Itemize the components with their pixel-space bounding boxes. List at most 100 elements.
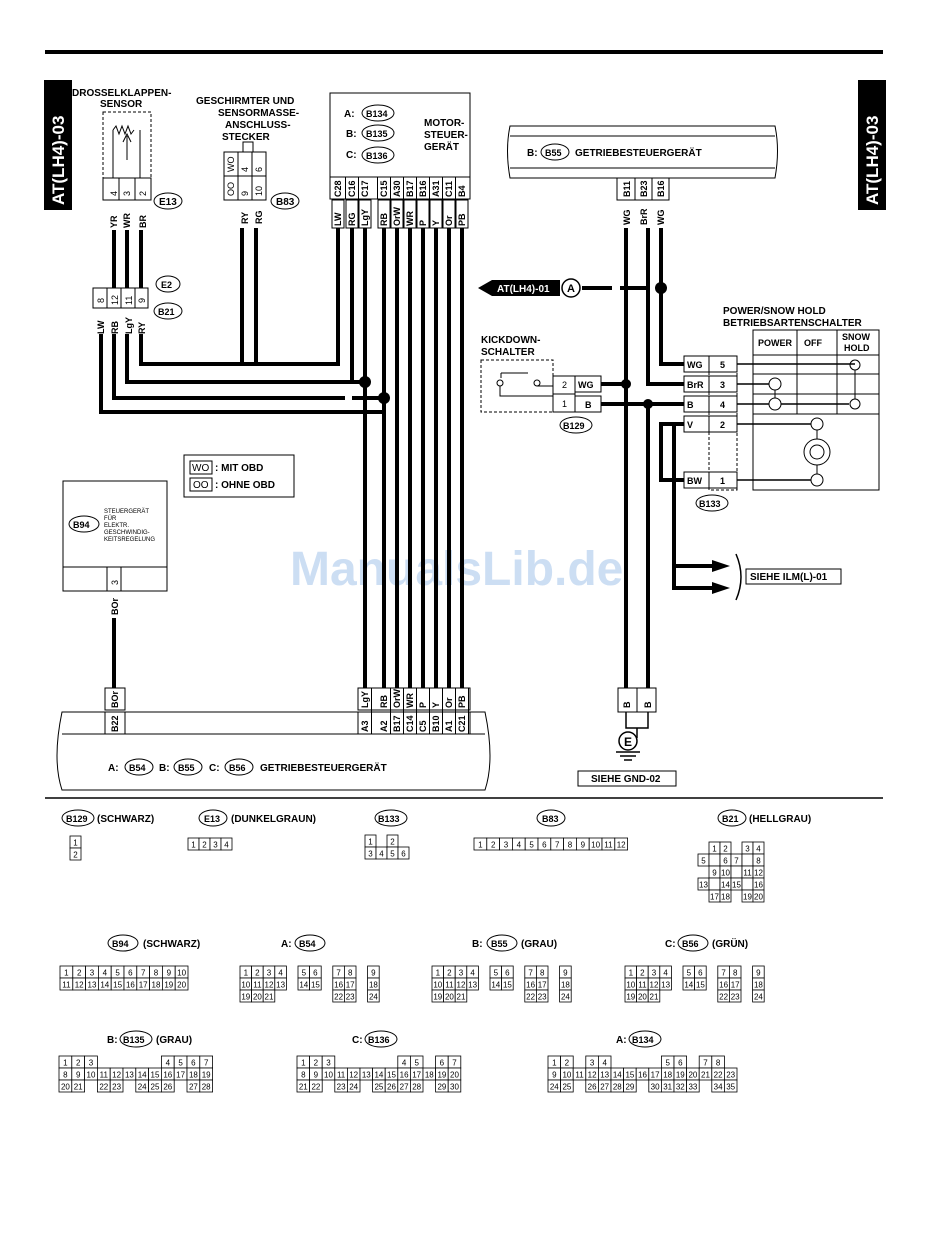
svg-text:(GRAU): (GRAU) xyxy=(521,939,557,950)
svg-text:FÜR: FÜR xyxy=(104,515,117,522)
svg-text:BrR: BrR xyxy=(639,208,649,225)
svg-text:1: 1 xyxy=(244,969,249,978)
svg-text:22: 22 xyxy=(714,1071,723,1080)
svg-text:RG: RG xyxy=(254,211,264,225)
svg-text:STEUER-: STEUER- xyxy=(424,130,468,141)
svg-text:12: 12 xyxy=(617,841,626,850)
svg-text:GETRIEBESTEUERGERÄT: GETRIEBESTEUERGERÄT xyxy=(575,146,702,159)
svg-text:POWER/SNOW HOLD: POWER/SNOW HOLD xyxy=(723,306,826,317)
pin-label: C17 xyxy=(360,180,370,197)
svg-text:12: 12 xyxy=(112,1071,121,1080)
svg-text:: OHNE OBD: : OHNE OBD xyxy=(215,480,275,491)
pin-number: 4 xyxy=(720,400,725,410)
svg-text:7: 7 xyxy=(555,841,560,850)
svg-text:3: 3 xyxy=(213,841,218,850)
svg-text:4: 4 xyxy=(103,969,108,978)
svg-text:27: 27 xyxy=(189,1083,198,1092)
svg-text:21: 21 xyxy=(650,993,659,1002)
svg-text:16: 16 xyxy=(163,1071,172,1080)
svg-text:6: 6 xyxy=(542,841,547,850)
svg-text:B94: B94 xyxy=(112,939,129,949)
pin-label: OrW xyxy=(392,688,402,708)
svg-text:21: 21 xyxy=(457,993,466,1002)
pin-label: A3 xyxy=(360,720,370,732)
svg-text:11: 11 xyxy=(253,981,262,990)
svg-text:B83: B83 xyxy=(542,814,559,824)
svg-text:5: 5 xyxy=(115,969,120,978)
svg-text:19: 19 xyxy=(743,893,752,902)
svg-text:YR: YR xyxy=(109,215,119,228)
svg-text:20: 20 xyxy=(688,1071,697,1080)
wire-harness xyxy=(99,228,712,690)
svg-text:13: 13 xyxy=(661,981,670,990)
svg-text:13: 13 xyxy=(276,981,285,990)
svg-text:C:: C: xyxy=(209,763,220,774)
svg-text:GESCHIRMTER UND: GESCHIRMTER UND xyxy=(196,96,294,107)
svg-text:2: 2 xyxy=(565,1059,570,1068)
svg-text:15: 15 xyxy=(732,881,741,890)
svg-text:28: 28 xyxy=(613,1083,622,1092)
svg-text:1: 1 xyxy=(712,845,717,854)
svg-text:25: 25 xyxy=(374,1083,383,1092)
svg-text:E2: E2 xyxy=(161,280,172,290)
svg-text:13: 13 xyxy=(468,981,477,990)
svg-text:22: 22 xyxy=(311,1083,320,1092)
svg-text:: MIT OBD: : MIT OBD xyxy=(215,463,263,474)
svg-text:16: 16 xyxy=(400,1071,409,1080)
svg-text:10: 10 xyxy=(177,969,186,978)
svg-text:GERÄT: GERÄT xyxy=(424,140,459,153)
svg-text:3: 3 xyxy=(110,580,120,585)
pin-label: LgY xyxy=(360,691,370,708)
svg-text:24: 24 xyxy=(349,1083,358,1092)
svg-text:B136: B136 xyxy=(368,1035,390,1045)
svg-text:C:: C: xyxy=(352,1035,363,1046)
svg-text:1: 1 xyxy=(63,1059,68,1068)
svg-text:BOr: BOr xyxy=(110,691,120,709)
svg-text:SENSOR: SENSOR xyxy=(100,99,143,110)
svg-text:23: 23 xyxy=(337,1083,346,1092)
svg-text:7: 7 xyxy=(336,969,341,978)
svg-text:7: 7 xyxy=(721,969,726,978)
svg-text:B: B xyxy=(585,400,592,410)
pin-label: RG xyxy=(347,213,357,227)
svg-text:1: 1 xyxy=(64,969,69,978)
svg-text:B: B xyxy=(622,701,632,708)
svg-text:14: 14 xyxy=(374,1071,383,1080)
pin-label: LgY xyxy=(360,209,370,226)
svg-text:6: 6 xyxy=(698,969,703,978)
svg-text:LW: LW xyxy=(96,320,106,334)
svg-text:11: 11 xyxy=(445,981,454,990)
svg-text:9: 9 xyxy=(552,1071,557,1080)
svg-text:B134: B134 xyxy=(632,1035,654,1045)
svg-text:RY: RY xyxy=(240,212,250,224)
svg-text:1: 1 xyxy=(301,1059,306,1068)
svg-text:9: 9 xyxy=(756,969,761,978)
svg-text:B:: B: xyxy=(159,763,170,774)
svg-text:2: 2 xyxy=(562,380,567,390)
svg-text:AT(LH4)-03: AT(LH4)-03 xyxy=(49,116,68,205)
pin-label: WR xyxy=(405,693,415,708)
svg-text:17: 17 xyxy=(176,1071,185,1080)
pin-label: P xyxy=(418,220,428,226)
cruise-control-unit: B94 STEUERGERÄT FÜR ELEKTR. GESCHWINDIG-… xyxy=(62,480,168,615)
pin-label: Or xyxy=(444,215,454,226)
svg-text:B56: B56 xyxy=(229,763,246,773)
svg-text:AT(LH4)-03: AT(LH4)-03 xyxy=(863,116,882,205)
svg-text:6: 6 xyxy=(191,1059,196,1068)
svg-text:13: 13 xyxy=(88,981,97,990)
svg-text:4: 4 xyxy=(278,969,283,978)
svg-text:MOTOR-: MOTOR- xyxy=(424,118,464,129)
obd-legend: WO : MIT OBD OO : OHNE OBD xyxy=(183,454,295,498)
svg-text:3: 3 xyxy=(267,969,272,978)
svg-text:17: 17 xyxy=(651,1071,660,1080)
ilm-reference: SIEHE ILM(L)-01 xyxy=(712,553,842,601)
pin-label: B10 xyxy=(431,715,441,732)
svg-text:14: 14 xyxy=(138,1071,147,1080)
svg-text:13: 13 xyxy=(125,1071,134,1080)
svg-text:34: 34 xyxy=(714,1083,723,1092)
svg-text:3: 3 xyxy=(459,969,464,978)
svg-text:WG: WG xyxy=(656,210,666,226)
svg-text:B133: B133 xyxy=(378,814,400,824)
